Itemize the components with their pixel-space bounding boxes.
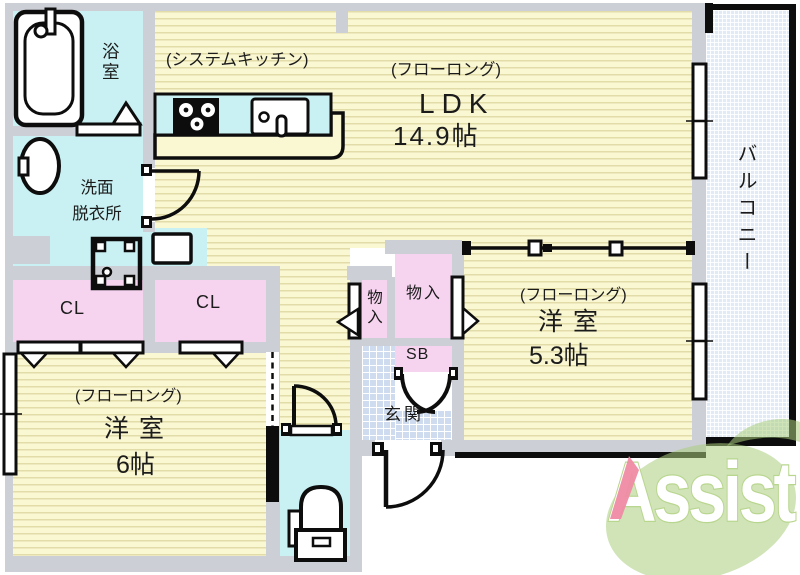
shoebox-doors-icon <box>394 367 458 414</box>
storage-large-door-icon <box>450 275 480 340</box>
wall-storage-large-top <box>385 240 462 254</box>
kitchen-note: (システムキッチン) <box>166 51 309 69</box>
ldk-window-icon <box>686 62 713 180</box>
closet-left-label: CL <box>60 298 86 318</box>
storage-small-floor <box>362 278 387 340</box>
hallway-floor <box>280 248 350 430</box>
bath-door-icon <box>75 100 143 137</box>
wall-closet-divider <box>143 266 155 353</box>
wall-genkan-bottom-left <box>362 440 375 456</box>
closet-right-label: CL <box>196 292 222 312</box>
washroom-label-line2: 脱衣所 <box>72 204 122 223</box>
closet-right-door-icon <box>178 340 244 369</box>
entrance-label: 玄関 <box>384 405 424 424</box>
wall-bath-washroom <box>13 126 77 136</box>
washroom-door-icon <box>141 164 201 228</box>
bedroom53-window-icon <box>686 282 713 401</box>
bathroom-label: 浴室 <box>100 42 121 83</box>
storage-large-floor <box>395 254 452 340</box>
bedroom53-flooring-note: (フローロング) <box>520 287 627 304</box>
ldk-name: LDK <box>419 88 495 119</box>
wall-opening-dashed <box>266 352 279 502</box>
bedroom6-flooring-note: (フローロング) <box>75 388 182 405</box>
kitchen-counter-icon <box>153 92 345 160</box>
balcony-floor <box>706 4 796 446</box>
wall-top <box>5 3 705 11</box>
bedroom53-floor <box>463 246 692 440</box>
washroom-label: 洗面 脱衣所 <box>55 176 139 227</box>
storage-small-door-icon <box>335 282 362 340</box>
stove-icon <box>173 98 219 134</box>
wall-storage-shoebox <box>358 338 452 346</box>
wall-washroom-stub <box>13 236 50 264</box>
building-bottom-edge <box>455 452 706 458</box>
vanity-icon <box>151 232 193 265</box>
wall-storage-small-top <box>347 266 392 280</box>
sliding-door-icon <box>462 239 695 257</box>
storage-small-label: 物入 <box>365 289 383 328</box>
wall-storage-divider <box>387 277 395 340</box>
closet-left-doors-icon <box>16 340 145 369</box>
shoebox-label: SB <box>406 346 430 363</box>
logo-leaf-ellipse <box>605 443 797 575</box>
wall-ldk-washroom-upper <box>143 11 155 168</box>
storage-large-label: 物入 <box>406 285 443 302</box>
washing-machine-icon <box>90 236 143 291</box>
logo-accent-stroke <box>610 456 639 519</box>
bedroom6-floor <box>13 344 266 556</box>
shoebox-floor <box>395 344 452 372</box>
assist-logo: Assist <box>605 419 800 575</box>
wall-left <box>5 3 13 572</box>
washroom-label-line1: 洗面 <box>80 179 114 197</box>
balcony-top-stub <box>705 3 713 33</box>
logo-text: Assist <box>607 445 795 539</box>
washbasin-icon <box>17 137 61 195</box>
kitchen-sink-icon <box>250 97 310 138</box>
logo-leaf-tip <box>727 419 800 446</box>
ldk-size: 14.9帖 <box>393 121 480 151</box>
balcony-label: バルコニー <box>734 143 756 278</box>
bedroom6-window-icon <box>0 352 22 476</box>
bedroom6-name: 洋室 <box>104 415 175 443</box>
bathtub-icon <box>13 7 85 128</box>
toilet-icon <box>287 484 347 562</box>
bedroom53-size: 5.3帖 <box>529 342 589 370</box>
bedroom6-size: 6帖 <box>116 451 155 479</box>
bedroom53-name: 洋室 <box>538 308 609 336</box>
wall-ldk-top-stub <box>336 11 348 33</box>
toilet-door-icon <box>281 384 342 437</box>
closet-right-floor <box>152 278 266 344</box>
front-door-icon <box>372 442 445 509</box>
entrance-tile-main <box>395 410 452 440</box>
entrance-tile-left <box>362 344 395 440</box>
ldk-flooring-note: (フローロング) <box>391 61 501 79</box>
